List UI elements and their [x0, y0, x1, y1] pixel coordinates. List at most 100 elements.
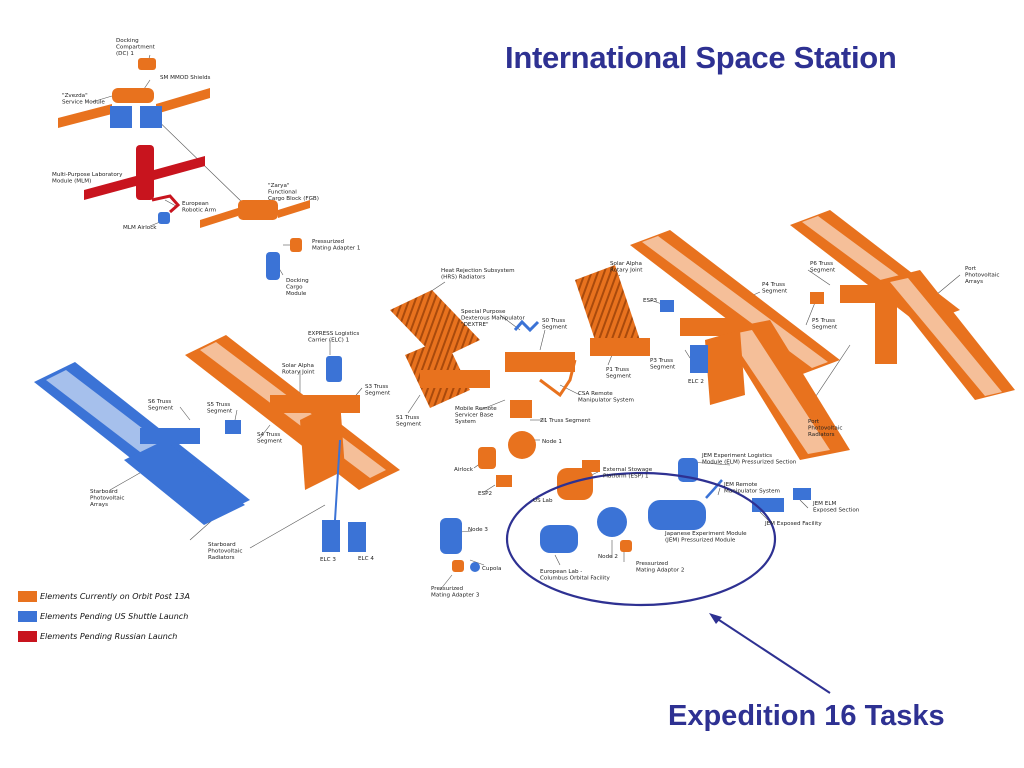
esp3-module	[660, 300, 674, 312]
label-line: Airlock	[454, 467, 474, 473]
us-lab-module	[557, 468, 593, 500]
label-line: Module (MLM)	[52, 178, 91, 184]
page-title: International Space Station	[505, 40, 897, 75]
mlm-solar-array-left	[84, 176, 136, 200]
label-line: ELC 2	[688, 379, 704, 385]
mlm-module	[136, 145, 154, 200]
label-line: Servicer Base	[455, 412, 494, 418]
label-line: MLM Airlock	[123, 225, 157, 231]
label-line: ELC 4	[358, 556, 374, 562]
s5-truss-segment	[225, 420, 241, 434]
label-line: Manipulator System	[724, 488, 780, 494]
airlock-module	[478, 447, 496, 469]
label-line: CSA Remote	[578, 391, 613, 397]
label-line: P4 Truss	[762, 282, 785, 288]
label-line: S0 Truss	[542, 318, 565, 324]
label-line: Segment	[257, 438, 283, 444]
smmod-shield-left	[110, 106, 132, 128]
label-line: Rotary Joint	[610, 267, 643, 273]
node2-module	[597, 507, 627, 537]
label-line: ESP3	[643, 298, 657, 304]
label-mlm-airlock: MLM Airlock	[123, 225, 157, 231]
label-line: Platform (ESP) 1	[603, 473, 649, 479]
p1-hrs-radiator	[575, 265, 640, 355]
label-line: Segment	[810, 267, 836, 273]
columbus-module	[540, 525, 578, 553]
label-line: Compartment	[116, 44, 156, 50]
elc2-module	[690, 345, 708, 373]
label-line: P3 Truss	[650, 358, 673, 364]
label-line: JEM Remote	[723, 482, 758, 488]
label-line: Cargo Block (FGB)	[268, 196, 319, 202]
label-elc3: ELC 3	[320, 557, 336, 563]
label-line: Node 2	[598, 554, 618, 560]
label-line: Port	[965, 266, 977, 272]
label-line: Docking	[286, 278, 309, 284]
s1-truss-segment	[420, 370, 490, 388]
legend-item: Elements Pending Russian Launch	[18, 626, 190, 646]
label-jem-pm: Japanese Experiment Module(JEM) Pressuri…	[664, 531, 747, 543]
p5-truss-segment	[810, 292, 824, 304]
s0-truss-segment	[505, 352, 575, 372]
label-line: Dexterous Manipulator	[461, 315, 525, 321]
label-line: P1 Truss	[606, 367, 629, 373]
label-line: Service Module	[62, 99, 105, 105]
arrow-line	[712, 615, 831, 694]
label-line: Photovoltaic	[965, 272, 1000, 278]
label-line: Mating Adapter 3	[431, 592, 480, 598]
elc4-module	[348, 522, 366, 552]
legend-label: Elements Pending Russian Launch	[40, 631, 178, 641]
label-line: "Zarya"	[268, 183, 290, 189]
label-line: ELC 3	[320, 557, 336, 563]
label-line: Columbus Orbital Facility	[540, 575, 610, 581]
legend-label: Elements Currently on Orbit Post 13A	[40, 591, 190, 601]
label-line: Arrays	[965, 279, 983, 285]
label-line: Robotic Arm	[182, 207, 216, 213]
label-line: EXPRESS Logistics	[308, 331, 359, 337]
zarya-solar-array-left	[200, 208, 238, 228]
label-line: SM MMOD Shields	[160, 75, 210, 81]
label-line: (HRS) Radiators	[441, 274, 485, 280]
label-line: Mating Adapter 1	[312, 245, 361, 251]
label-hrs: Heat Rejection Subsystem(HRS) Radiators	[441, 268, 515, 280]
docking-compartment-module	[138, 58, 156, 70]
esp1-module	[582, 460, 600, 472]
label-line: S3 Truss	[365, 384, 388, 390]
label-line: Mobile Remote	[455, 406, 497, 412]
p4-radiator	[705, 330, 745, 405]
s3-s4-truss	[270, 395, 360, 413]
label-line: Solar Alpha	[610, 261, 642, 267]
label-line: Starboard	[90, 489, 118, 495]
dextre-manipulator	[513, 319, 540, 333]
legend-swatch-orange	[18, 590, 37, 602]
label-line: Photovoltaic	[808, 425, 843, 431]
russian-segment	[58, 58, 310, 280]
pma3-module	[452, 560, 464, 572]
zarya-module	[238, 200, 278, 220]
node3-module	[440, 518, 462, 554]
label-line: Arrays	[90, 502, 108, 508]
node1-module	[508, 431, 536, 459]
label-line: Radiators	[208, 555, 235, 561]
label-esp3: ESP3	[643, 298, 657, 304]
label-line: Japanese Experiment Module	[664, 531, 747, 537]
